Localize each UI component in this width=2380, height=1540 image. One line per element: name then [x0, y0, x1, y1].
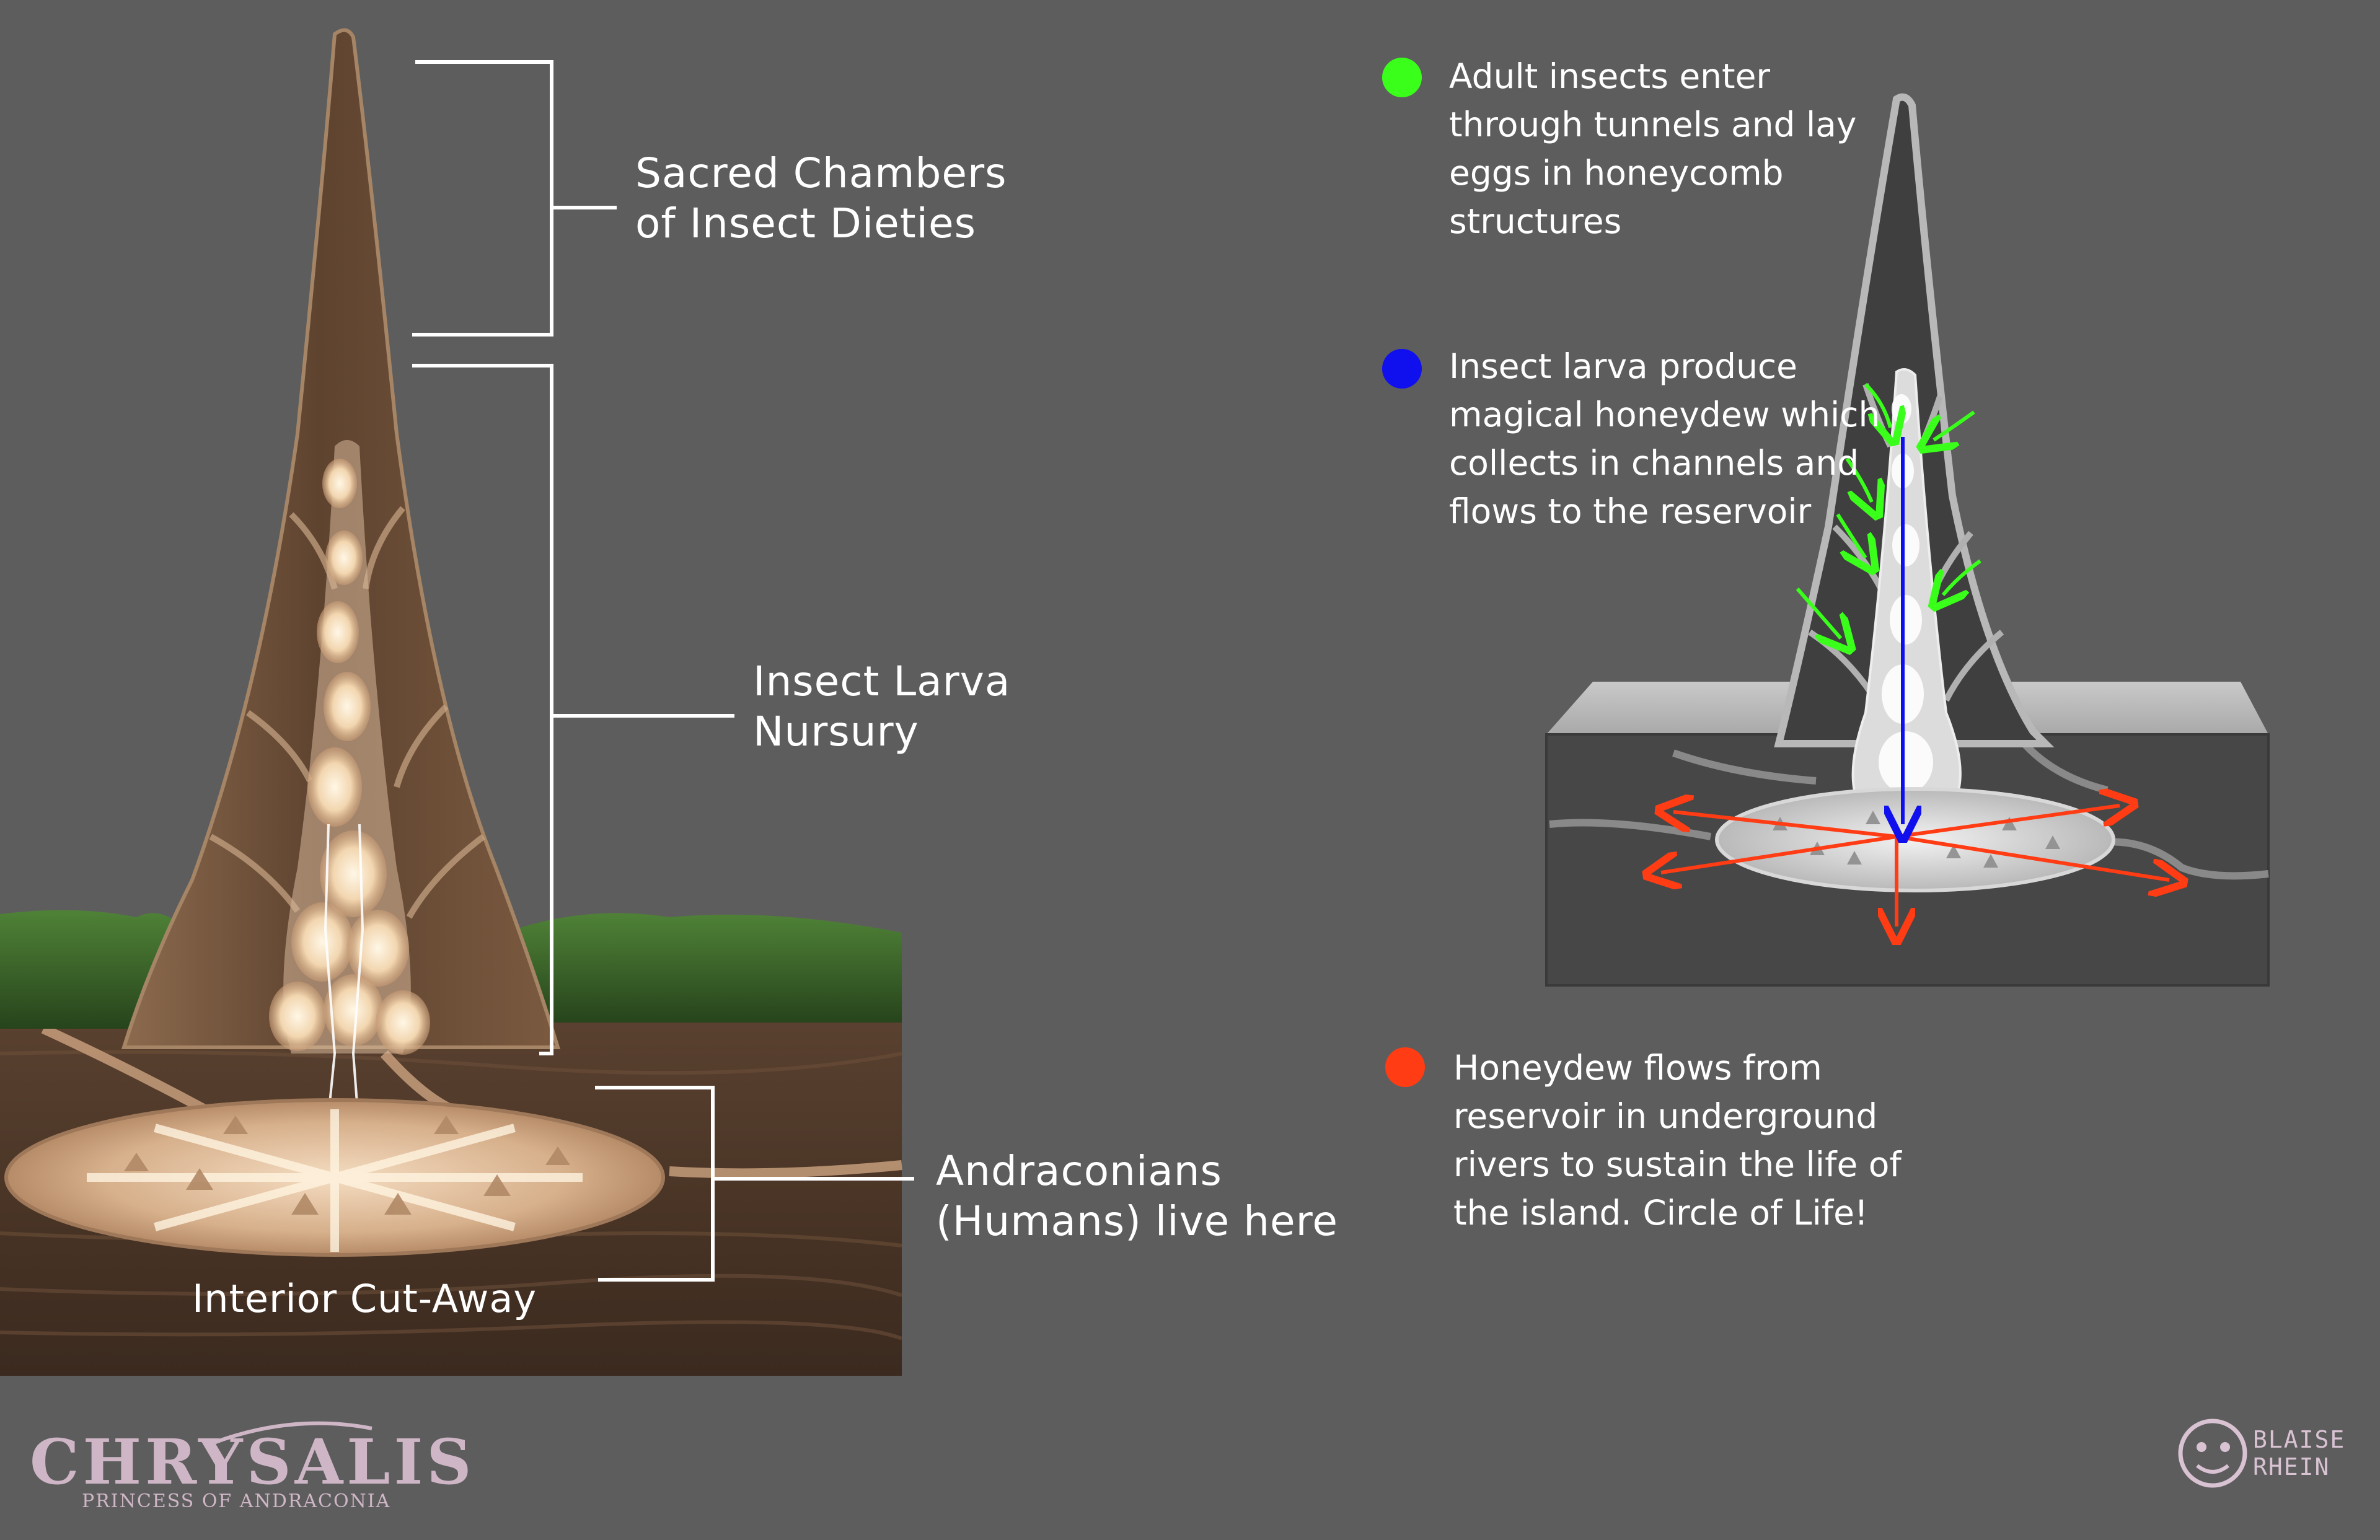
- forest-right: [514, 913, 902, 1023]
- signature-text: BLAISE RHEIN: [2253, 1426, 2346, 1481]
- legend-text-rivers: Honeydew flows from reservoir in undergr…: [1453, 1048, 1902, 1233]
- logo-title: CHRYSALIS: [30, 1425, 475, 1498]
- city-spokes: [87, 1109, 583, 1252]
- legend-text-honeydew: Insect larva produce magical honeydew wh…: [1449, 346, 1880, 532]
- legend-dot-red: [1385, 1047, 1425, 1087]
- legend-dot-blue: [1382, 349, 1422, 389]
- cutaway-caption: Interior Cut-Away: [192, 1276, 537, 1321]
- legend-dot-green: [1382, 58, 1422, 97]
- legend-text-adult-insects: Adult insects enter through tunnels and …: [1449, 56, 1857, 242]
- honeydew-river-arrows: [1661, 806, 2169, 926]
- sacred-chambers-label: Sacred Chambers of Insect Dieties: [635, 149, 1007, 247]
- bracket-lines: [412, 60, 914, 1282]
- adult-insect-arrows: [1796, 382, 1981, 638]
- logo-subtitle: PRINCESS OF ANDRACONIA: [82, 1490, 391, 1512]
- larva-nursery-label: Insect Larva Nursury: [753, 658, 1011, 755]
- larva-nursery-column: [269, 440, 430, 1055]
- humans-label: Andraconians (Humans) live here: [936, 1147, 1338, 1245]
